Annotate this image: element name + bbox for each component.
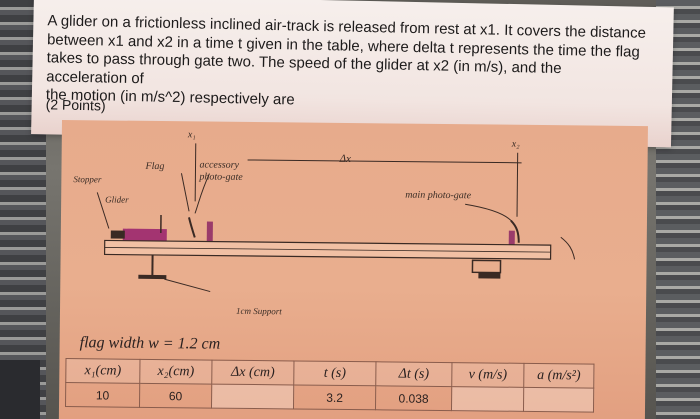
- cell-delta-x: [211, 384, 294, 409]
- stopper-leader-line: [96, 192, 110, 229]
- delta-x-label: Δx: [339, 152, 352, 166]
- flag-label: Flag: [145, 160, 165, 173]
- air-track-midline: [104, 247, 551, 253]
- col-a: a (m/s²): [523, 363, 594, 389]
- col-delta-t: Δt (s): [375, 361, 452, 387]
- accessory-gate-sensor: [206, 221, 213, 244]
- cell-t: 3.2: [293, 384, 376, 410]
- main-gate-label: main photo-gate: [405, 189, 472, 202]
- track-end-hook: [560, 236, 576, 260]
- col-v: v (m/s): [451, 362, 524, 388]
- support-right-base: [478, 272, 501, 279]
- cell-x2: 60: [139, 383, 212, 409]
- x1-marker-line: [194, 143, 197, 202]
- accessory-photo-gate: [188, 217, 196, 238]
- accessory-gate-leader: [194, 173, 210, 214]
- col-x1: x₁(cm): [65, 358, 140, 384]
- question-text: A glider on a frictionless inclined air-…: [45, 12, 647, 109]
- main-photo-gate: [510, 220, 520, 243]
- delta-x-dimension-line: [247, 159, 522, 164]
- figure-panel: x₁ x₂ Δx Flag accessory photo-gate Stopp…: [58, 120, 648, 419]
- col-delta-x: Δx (cm): [211, 360, 294, 385]
- cell-x1: 10: [65, 382, 140, 408]
- x1-label: x₁: [187, 129, 196, 141]
- air-track-diagram: [96, 143, 576, 293]
- x2-marker-line: [516, 152, 519, 217]
- points-label: (2 Points): [45, 96, 106, 114]
- glider-body: [122, 228, 167, 244]
- col-x2: x₂(cm): [139, 359, 212, 385]
- monitor-foot: [0, 360, 40, 419]
- main-gate-leader: [465, 203, 514, 224]
- cell-delta-t: 0.038: [375, 385, 452, 411]
- x2-label: x₂: [511, 138, 520, 150]
- stopper-label: Stopper: [73, 174, 102, 185]
- flag-width-text: flag width w = 1.2 cm: [79, 334, 221, 353]
- support-leader-line: [164, 278, 211, 293]
- support-left-base: [138, 274, 167, 280]
- support-label: 1cm Support: [235, 305, 282, 317]
- accessory-gate-label: accessory photo-gate: [199, 159, 243, 183]
- support-right-block: [471, 259, 502, 274]
- cell-v: [451, 386, 524, 412]
- cell-a: [523, 387, 594, 413]
- glider-label: Glider: [105, 194, 129, 205]
- stopper-block: [110, 230, 125, 239]
- table-row: 10 60 3.2 0.038: [65, 382, 594, 413]
- data-table: x₁(cm) x₂(cm) Δx (cm) t (s) Δt (s) v (m/…: [65, 358, 594, 413]
- col-t: t (s): [293, 360, 376, 386]
- flag-leader-line: [180, 173, 190, 212]
